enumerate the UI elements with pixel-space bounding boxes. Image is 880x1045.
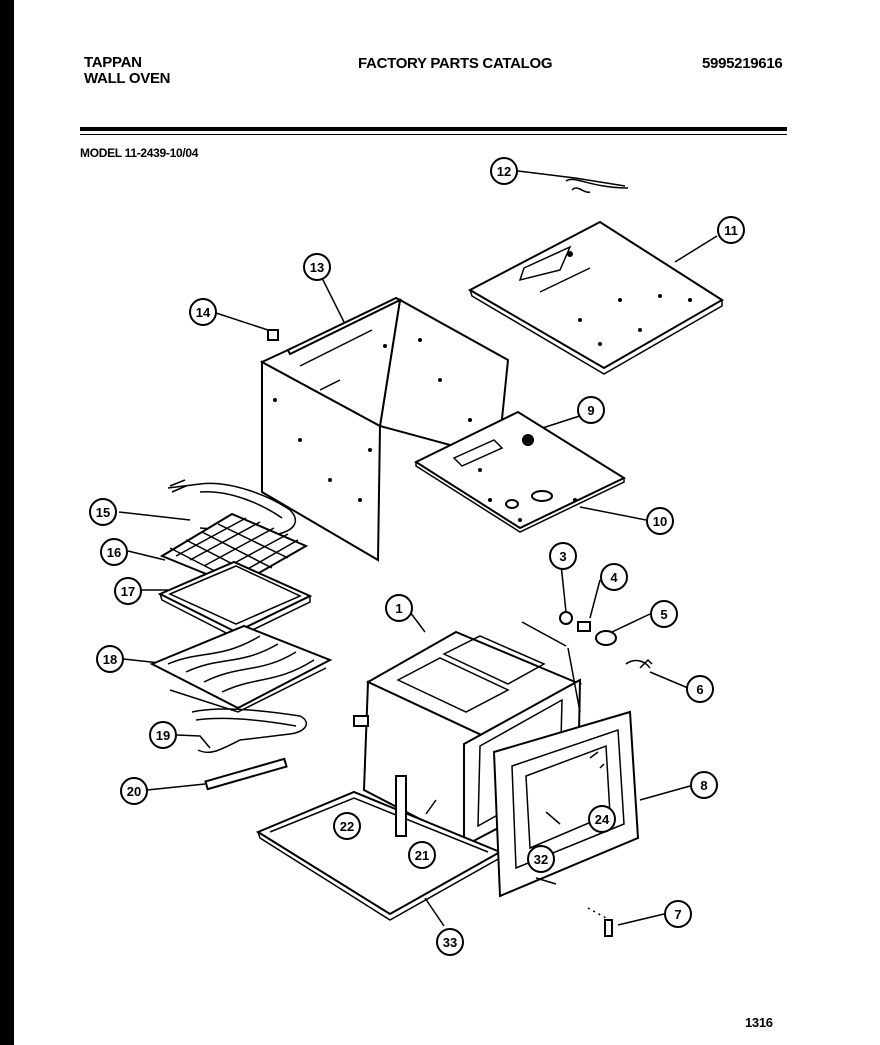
pin-part [587, 907, 613, 937]
callout-18: 18 [96, 645, 124, 673]
callout-3: 3 [549, 542, 577, 570]
oven-rack-part [149, 624, 333, 713]
scan-edge-bar [0, 0, 14, 1045]
callout-14: 14 [189, 298, 217, 326]
callout-17: 17 [114, 577, 142, 605]
wire-harness-part [565, 178, 629, 193]
callout-9: 9 [577, 396, 605, 424]
callout-13: 13 [303, 253, 331, 281]
bake-element-part [191, 708, 308, 791]
callout-10: 10 [646, 507, 674, 535]
callout-7: 7 [664, 900, 692, 928]
callout-6: 6 [686, 675, 714, 703]
model-number: MODEL 11-2439-10/04 [80, 146, 199, 160]
callout-16: 16 [100, 538, 128, 566]
callout-15: 15 [89, 498, 117, 526]
callout-20: 20 [120, 777, 148, 805]
header-rule-thin [80, 134, 787, 135]
callout-4: 4 [600, 563, 628, 591]
brand-label: TAPPAN [84, 54, 142, 71]
bracket-part [267, 329, 279, 341]
igniter-part [395, 775, 437, 837]
broiler-grid-part [159, 512, 309, 588]
catalog-number: 5995219616 [702, 55, 783, 72]
callout-12: 12 [490, 157, 518, 185]
oven-wrapper-part [259, 296, 510, 562]
page-number: 1316 [745, 1015, 773, 1030]
top-panel-part [467, 220, 724, 375]
product-label: WALL OVEN [84, 70, 171, 87]
callout-11: 11 [717, 216, 745, 244]
callout-1: 1 [385, 594, 413, 622]
callout-24: 24 [588, 805, 616, 833]
callout-19: 19 [149, 721, 177, 749]
callout-21: 21 [408, 841, 436, 869]
callout-22: 22 [333, 812, 361, 840]
callout-32: 32 [527, 845, 555, 873]
control-hardware-part [559, 611, 653, 669]
header-rule-thick [80, 127, 787, 131]
callout-8: 8 [690, 771, 718, 799]
broil-element-part [167, 479, 297, 535]
bottom-panel-part [413, 410, 627, 533]
broiler-pan-part [157, 560, 313, 639]
callout-5: 5 [650, 600, 678, 628]
callout-33: 33 [436, 928, 464, 956]
catalog-title: FACTORY PARTS CATALOG [358, 55, 553, 72]
